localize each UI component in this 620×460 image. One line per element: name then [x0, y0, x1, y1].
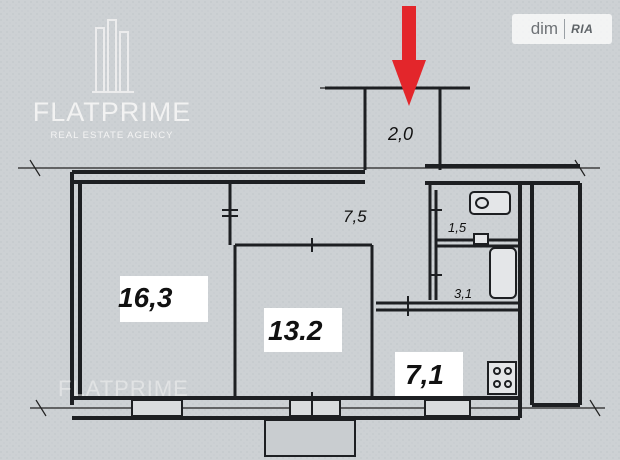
badge-separator	[564, 19, 566, 39]
badge-ria-text: RIA	[571, 22, 594, 36]
toilet-icon	[469, 191, 511, 215]
stove-icon	[487, 361, 517, 395]
room-area-balcony: 2,0	[387, 124, 413, 144]
room-area-living-room: 16,3	[118, 282, 173, 313]
building-logo-icon	[92, 19, 134, 93]
room-area-bath: 1,5	[448, 220, 467, 235]
bedroom-label-box	[264, 308, 342, 352]
room-area-wc: 3,1	[454, 286, 472, 301]
door-marks	[222, 209, 442, 420]
kitchen-label-box	[395, 352, 463, 396]
arrow-down-icon	[392, 6, 426, 106]
bathtub-icon	[473, 233, 517, 299]
watermark-tagline: REAL ESTATE AGENCY	[51, 130, 174, 141]
room-area-bedroom: 13.2	[268, 315, 323, 346]
window-marks	[131, 399, 471, 417]
dim-ria-badge: dim RIA	[512, 14, 612, 44]
badge-dim-text: dim	[530, 19, 559, 38]
living-room-label-box	[120, 276, 208, 322]
watermark-brand: FLATPRIME	[33, 97, 192, 127]
balcony-outline	[325, 86, 470, 170]
entrance-bump	[264, 419, 356, 457]
watermark-brand-repeat: FLATPRIME	[58, 376, 189, 401]
room-area-hall: 7,5	[343, 207, 367, 226]
room-area-kitchen: 7,1	[405, 359, 444, 390]
exterior-walls	[70, 164, 582, 420]
